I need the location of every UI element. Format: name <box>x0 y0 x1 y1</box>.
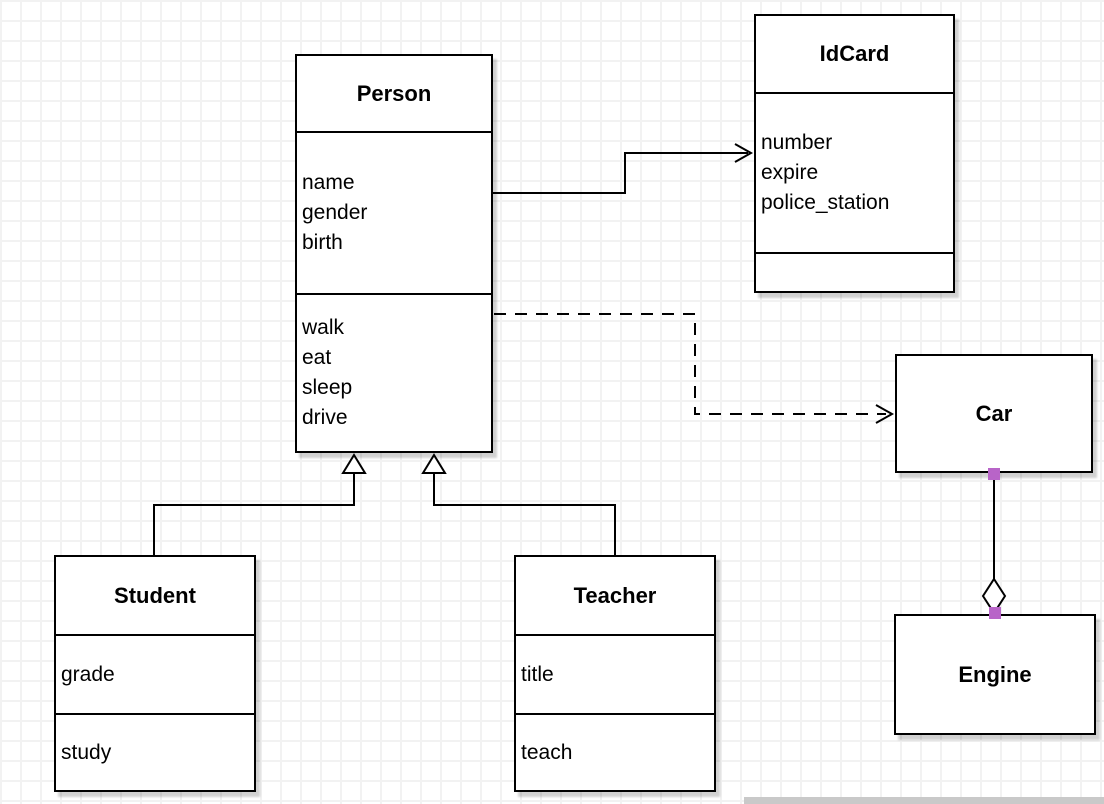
class-title: Student <box>114 582 196 608</box>
hollow-triangle-icon <box>341 453 367 474</box>
edge-person-car[interactable] <box>494 313 895 424</box>
method: eat <box>302 346 332 369</box>
open-arrow-icon <box>875 404 895 424</box>
edge-student-person[interactable] <box>153 453 367 555</box>
class-engine[interactable]: Engine <box>894 614 1096 735</box>
class-title: IdCard <box>819 41 890 66</box>
class-idcard[interactable]: IdCard number expire police_station <box>754 14 955 293</box>
class-teacher[interactable]: Teacher title teach <box>514 555 716 792</box>
method: drive <box>302 406 348 429</box>
methods-compartment: walk eat sleep drive <box>297 293 491 451</box>
method: sleep <box>302 376 353 399</box>
attribute: gender <box>302 201 368 224</box>
attribute: name <box>302 171 355 194</box>
class-car[interactable]: Car <box>895 354 1093 473</box>
endpoint-handle[interactable] <box>988 468 1000 480</box>
attribute: title <box>521 662 554 686</box>
edge-car-engine[interactable] <box>981 474 1007 615</box>
method: study <box>61 740 112 764</box>
attribute: number <box>761 131 833 154</box>
attributes-compartment: name gender birth <box>297 131 491 293</box>
methods-compartment: study <box>56 713 254 790</box>
class-title: Car <box>975 400 1013 426</box>
class-student[interactable]: Student grade study <box>54 555 256 792</box>
edge-teacher-person[interactable] <box>421 453 616 555</box>
attribute: birth <box>302 231 343 254</box>
attribute: expire <box>761 161 819 184</box>
open-arrow-icon <box>734 143 754 163</box>
edge-person-idcard[interactable] <box>493 143 754 194</box>
methods-compartment <box>756 252 953 291</box>
attribute: police_station <box>761 191 890 214</box>
endpoint-handle[interactable] <box>989 607 1001 619</box>
class-person[interactable]: Person name gender birth walk eat sleep … <box>295 54 493 453</box>
attributes-compartment: number expire police_station <box>756 92 953 252</box>
method: teach <box>521 740 573 764</box>
class-title: Person <box>356 80 432 106</box>
class-title: Engine <box>958 661 1032 687</box>
hollow-triangle-icon <box>421 453 447 474</box>
methods-compartment: teach <box>516 713 714 790</box>
method: walk <box>302 316 345 339</box>
attributes-compartment: title <box>516 634 714 713</box>
attributes-compartment: grade <box>56 634 254 713</box>
canvas-edge-shadow <box>744 797 1104 804</box>
class-title: Teacher <box>573 582 657 608</box>
attribute: grade <box>61 662 115 686</box>
